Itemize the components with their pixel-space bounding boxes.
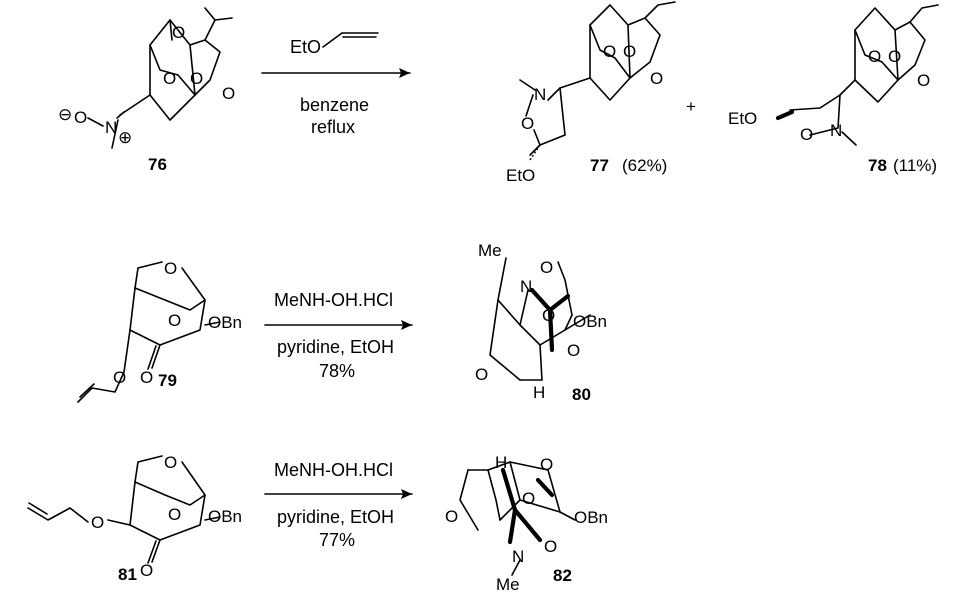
ring-oxygen: O <box>522 489 535 508</box>
reagent-methylhydroxylamine: MeNH-OH.HCl <box>274 290 393 310</box>
compound-78: O O O EtO O N 78 (11%) <box>728 4 939 175</box>
ring-oxygen: O <box>475 365 488 384</box>
condition-yield: 78% <box>319 361 355 381</box>
ring-oxygen: O <box>623 42 636 61</box>
condition-solvent: benzene <box>300 95 369 115</box>
nitrone-oxygen: O <box>74 108 87 127</box>
compound-82: H O O O OBn O N Me 82 <box>445 453 608 594</box>
ring-oxygen: O <box>888 47 901 66</box>
compound-label-81: 81 <box>118 565 137 584</box>
ring-oxygen: O <box>445 507 458 526</box>
ring-oxygen: O <box>168 505 181 524</box>
bridgehead-hydrogen: H <box>495 453 507 472</box>
condition-solvent: pyridine, EtOH <box>277 507 394 527</box>
charge-negative: ⊖ <box>58 105 72 124</box>
compound-label-79: 79 <box>158 371 177 390</box>
allyl-ether-oxygen: O <box>113 368 126 387</box>
reaction-arrow-3: MeNH-OH.HCl pyridine, EtOH 77% <box>264 460 413 550</box>
ring-oxygen: O <box>540 455 553 474</box>
reaction-arrow-2: MeNH-OH.HCl pyridine, EtOH 78% <box>264 290 413 381</box>
isoxazolidine-nitrogen: N <box>830 121 842 140</box>
ethoxy-substituent: EtO <box>506 166 535 185</box>
benzyloxy-substituent: OBn <box>208 313 242 332</box>
isoxazolidine-nitrogen: N <box>534 85 546 104</box>
condition-temperature: reflux <box>311 117 355 137</box>
condition-solvent: pyridine, EtOH <box>277 337 394 357</box>
ring-oxygen: O <box>168 311 181 330</box>
N-methyl-label: Me <box>496 575 520 594</box>
isoxazolidine-nitrogen: N <box>512 547 524 566</box>
compound-76: O O O O ⊖ O N ⊕ 76 <box>58 7 235 174</box>
ring-oxygen: O <box>603 42 616 61</box>
plus-sign: + <box>686 97 696 116</box>
charge-positive: ⊕ <box>118 128 132 147</box>
isoxazolidine-oxygen: O <box>544 537 557 556</box>
compound-label-80: 80 <box>572 385 591 404</box>
ketone-oxygen: O <box>140 368 153 387</box>
ring-oxygen: O <box>222 84 235 103</box>
isoxazolidine-oxygen: O <box>521 114 534 133</box>
ring-oxygen: O <box>540 258 553 277</box>
isoxazolidine-nitrogen: N <box>520 277 532 296</box>
ring-oxygen: O <box>163 69 176 88</box>
compound-80: Me O N O OBn O O H 80 <box>475 241 607 404</box>
ring-oxygen: O <box>650 69 663 88</box>
benzyloxy-substituent: OBn <box>573 312 607 331</box>
ring-oxygen: O <box>172 23 185 42</box>
compound-81: O O OBn O O 81 <box>27 453 242 584</box>
yield-77: (62%) <box>622 156 667 175</box>
yield-78: (11%) <box>893 156 937 175</box>
ethoxy-substituent: EtO <box>728 109 757 128</box>
condition-yield: 77% <box>319 530 355 550</box>
ring-oxygen: O <box>917 71 930 90</box>
N-methyl-label: Me <box>478 241 502 260</box>
reaction-arrow-1: EtO benzene reflux <box>261 32 411 137</box>
benzyloxy-substituent: OBn <box>574 508 608 527</box>
ring-oxygen: O <box>868 47 881 66</box>
ring-oxygen: O <box>164 259 177 278</box>
reagent-ethyl-vinyl-ether: EtO <box>290 37 321 57</box>
ring-oxygen: O <box>190 69 203 88</box>
isoxazolidine-oxygen: O <box>800 125 813 144</box>
ketone-oxygen: O <box>140 561 153 580</box>
compound-label-78: 78 <box>868 156 887 175</box>
compound-label-82: 82 <box>553 566 572 585</box>
bridgehead-hydrogen: H <box>533 383 545 402</box>
compound-label-77: 77 <box>590 156 609 175</box>
benzyloxy-substituent: OBn <box>208 507 242 526</box>
allyl-ether-oxygen: O <box>91 513 104 532</box>
ring-oxygen: O <box>567 341 580 360</box>
reagent-methylhydroxylamine: MeNH-OH.HCl <box>274 460 393 480</box>
ring-oxygen: O <box>164 453 177 472</box>
ring-oxygen: O <box>542 306 555 325</box>
compound-77: O O O N O EtO 77 (62%) <box>506 1 676 185</box>
compound-79: O O OBn O O 79 <box>77 259 242 403</box>
nitrone-nitrogen: N <box>105 118 117 137</box>
compound-label-76: 76 <box>148 155 167 174</box>
